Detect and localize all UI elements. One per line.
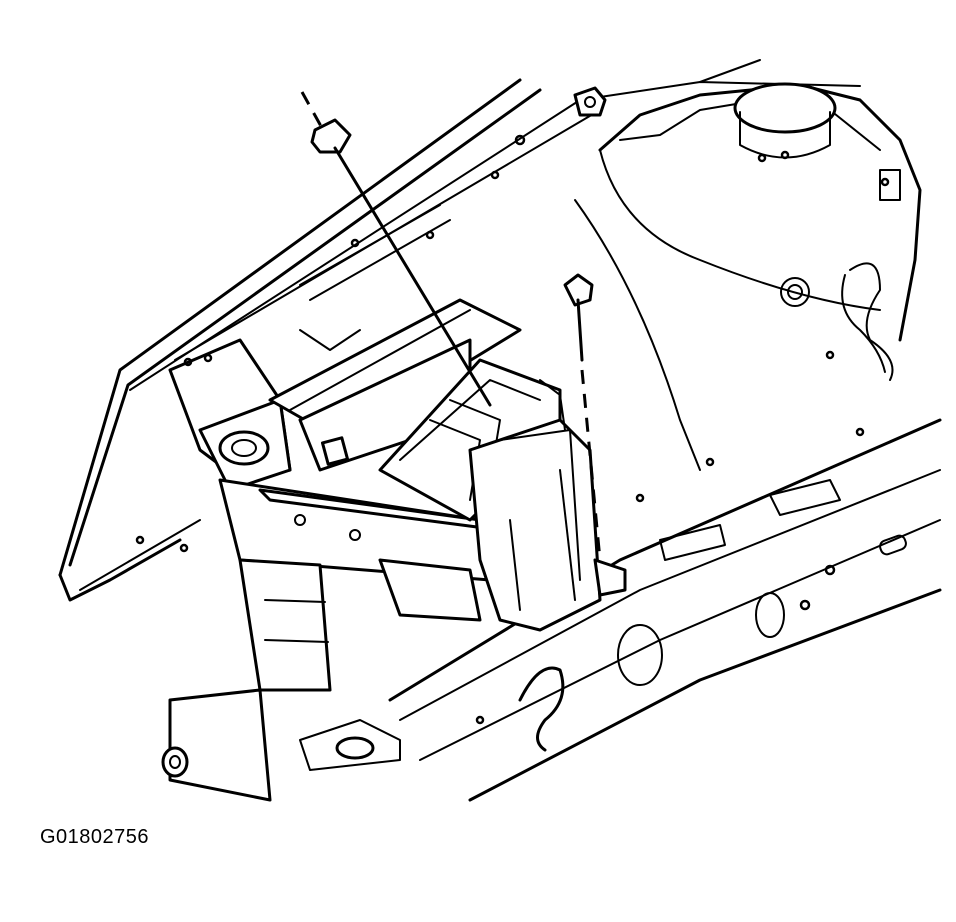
washer-reservoir (378, 358, 627, 632)
radiator-support (161, 338, 502, 802)
frame-rail (388, 418, 942, 802)
bolt-icon (563, 273, 594, 307)
hinge-bolt (573, 86, 607, 117)
mount-hole (218, 430, 270, 466)
strut-tower (574, 82, 922, 471)
strut-mount (733, 82, 837, 134)
upper-fastener (300, 91, 492, 407)
side-bolt (563, 273, 602, 561)
nut-icon (310, 118, 352, 154)
panel-holes (135, 134, 526, 553)
figure-id-label: G01802756 (40, 826, 150, 848)
upper-tray (268, 204, 522, 472)
